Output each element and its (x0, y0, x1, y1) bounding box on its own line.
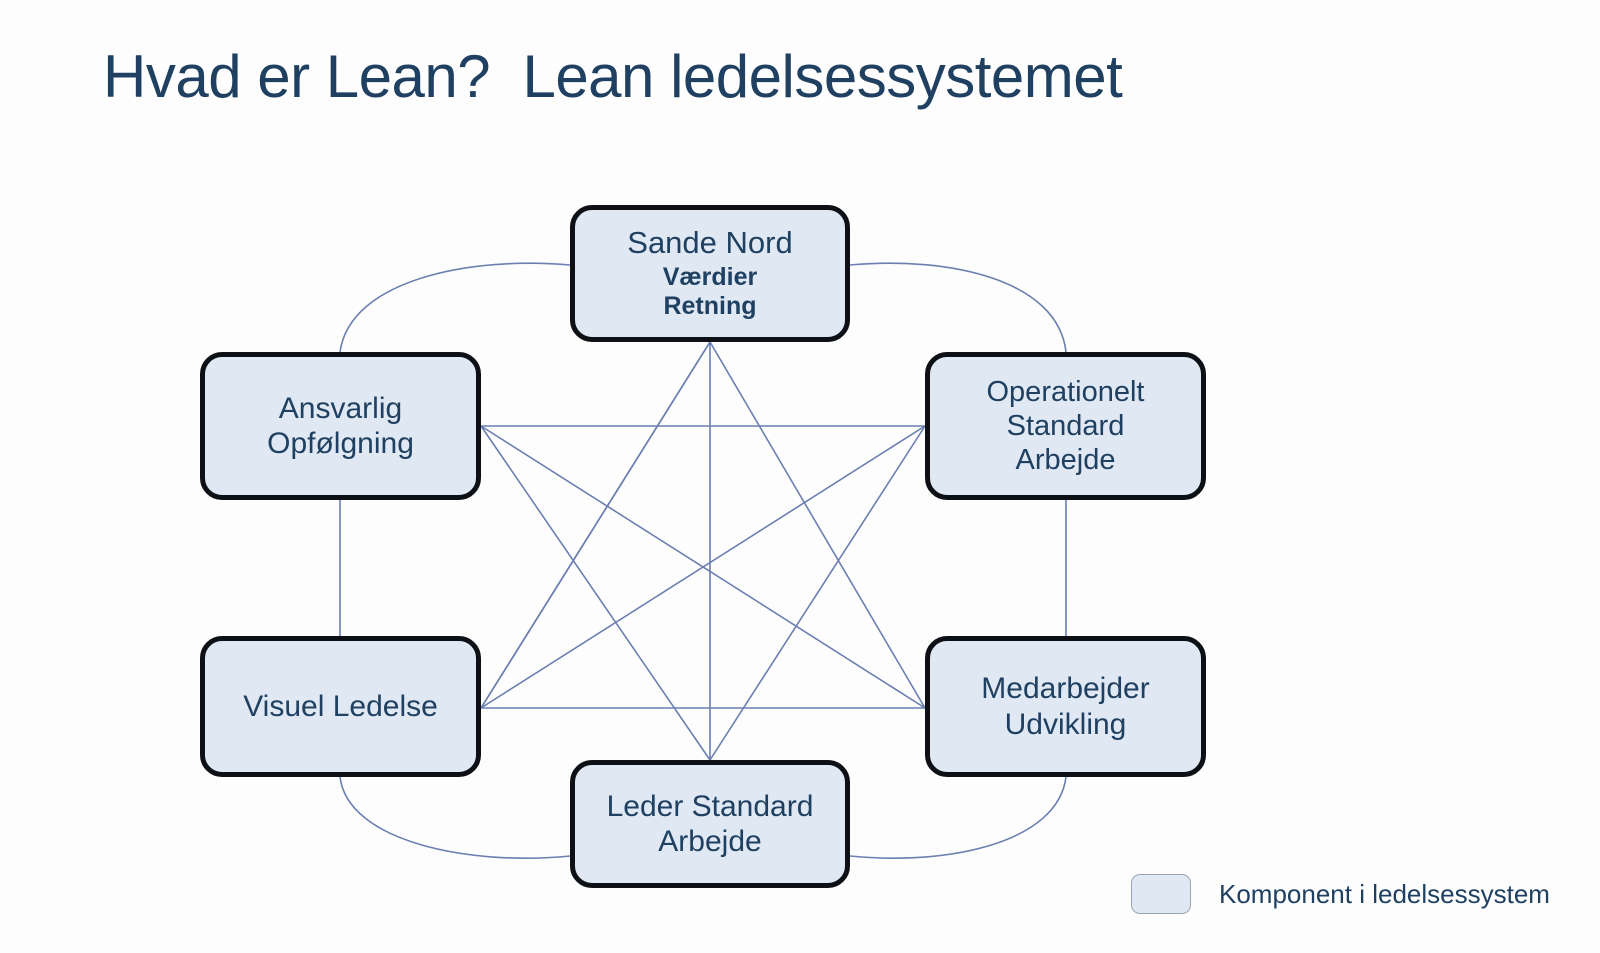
node-operationelt-line2: Standard (1006, 409, 1125, 442)
node-operationelt-line1: Operationelt (986, 375, 1145, 408)
link-visuel-operationelt (480, 425, 926, 709)
link-sandenord-medarbejder (709, 341, 926, 709)
link-sandenord-visuel (480, 341, 711, 709)
node-sande-nord-title: Sande Nord (627, 225, 793, 261)
link-ansvarlig-sandenord (339, 262, 571, 353)
node-leder-line1: Leder Standard (606, 789, 814, 823)
node-sande-nord-sub1: Værdier (662, 262, 758, 291)
link-visuel-leder (339, 776, 571, 859)
link-leder-operationelt (709, 425, 926, 761)
legend-label: Komponent i ledelsessystem (1219, 878, 1550, 909)
node-medarbejder-line1: Medarbejder (981, 672, 1150, 706)
link-sandenord-operationelt (849, 262, 1067, 353)
node-leder-standard-arbejde[interactable]: Leder Standard Arbejde (570, 760, 850, 888)
link-medarbejder-leder (849, 776, 1067, 859)
link-visuel-sandenord-alt (480, 341, 711, 709)
node-leder-line2: Arbejde (658, 825, 762, 858)
node-medarbejder-udvikling[interactable]: Medarbejder Udvikling (925, 636, 1206, 777)
node-medarbejder-line2: Udvikling (1004, 707, 1127, 741)
node-ansvarlig-line2: Opfølgning (267, 427, 414, 460)
node-ansvarlig-line1: Ansvarlig (278, 391, 403, 425)
node-operationelt-line3: Arbejde (1015, 444, 1116, 477)
node-sande-nord-sub2: Retning (663, 292, 757, 321)
node-visuel-ledelse[interactable]: Visuel Ledelse (200, 636, 481, 777)
node-operationelt-standard-arbejde[interactable]: Operationelt Standard Arbejde (925, 352, 1206, 500)
link-ansvarlig-medarbejder (480, 425, 926, 709)
node-ansvarlig-opfolgning[interactable]: Ansvarlig Opfølgning (200, 352, 481, 500)
page-title: Hvad er Lean? Lean ledelsessystemet (103, 43, 1123, 110)
node-sande-nord[interactable]: Sande Nord Værdier Retning (570, 205, 850, 342)
legend: Komponent i ledelsessystem (1131, 874, 1550, 914)
legend-swatch-component (1131, 874, 1191, 914)
node-visuel-line1: Visuel Ledelse (243, 689, 438, 723)
link-ansvarlig-leder (480, 425, 711, 761)
